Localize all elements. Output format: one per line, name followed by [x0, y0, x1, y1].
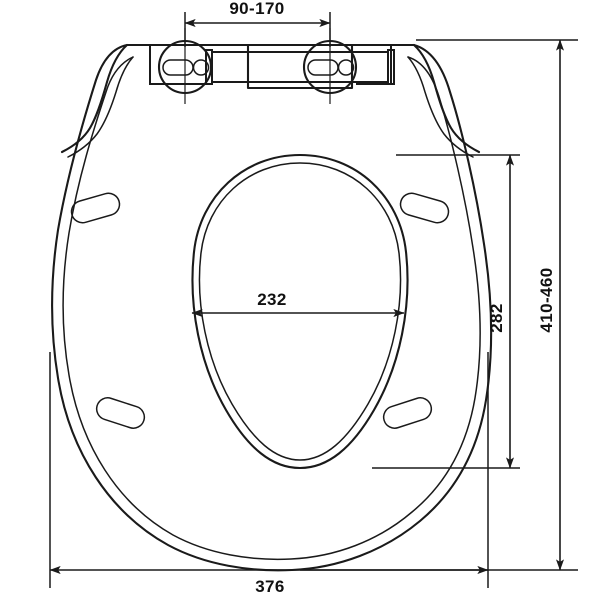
right-hinge-slot-hole	[307, 59, 339, 76]
seat-back-notch-left-inner	[67, 56, 134, 158]
overall-width-label: 376	[255, 577, 285, 596]
bumper-pad-lower-left	[95, 397, 146, 429]
seat-back-notch-right-inner	[407, 56, 474, 158]
bumper-pad-upper-right	[399, 192, 450, 224]
left-hinge-round-hole	[192, 59, 210, 76]
right-hinge-round-hole	[337, 59, 355, 76]
seat-outer-outline-inner-edge	[62, 56, 481, 561]
hinge-bar	[211, 51, 389, 83]
overall-length-label: 410-460	[537, 267, 556, 332]
seat-back-notch-left	[60, 43, 129, 154]
hinge-spacing-label: 90-170	[229, 0, 284, 18]
hinge-assembly-group	[127, 28, 414, 104]
opening-length-label: 282	[487, 303, 506, 333]
dimension-opening-length: 282	[372, 154, 520, 469]
bumper-pad-lower-right	[382, 397, 433, 429]
seat-opening-inner	[198, 162, 402, 461]
opening-width-label: 232	[257, 290, 287, 309]
dimension-overall-width: 376	[49, 352, 489, 596]
dimension-overall-length: 410-460	[300, 39, 578, 571]
dimension-hinge-spacing: 90-170	[184, 0, 331, 47]
dimension-opening-width: 232	[191, 290, 405, 318]
left-hinge-slot-hole	[162, 59, 194, 76]
seat-back-notch-right	[412, 43, 481, 154]
bumper-pad-upper-left	[70, 192, 121, 224]
seat-opening-outer	[191, 153, 409, 470]
